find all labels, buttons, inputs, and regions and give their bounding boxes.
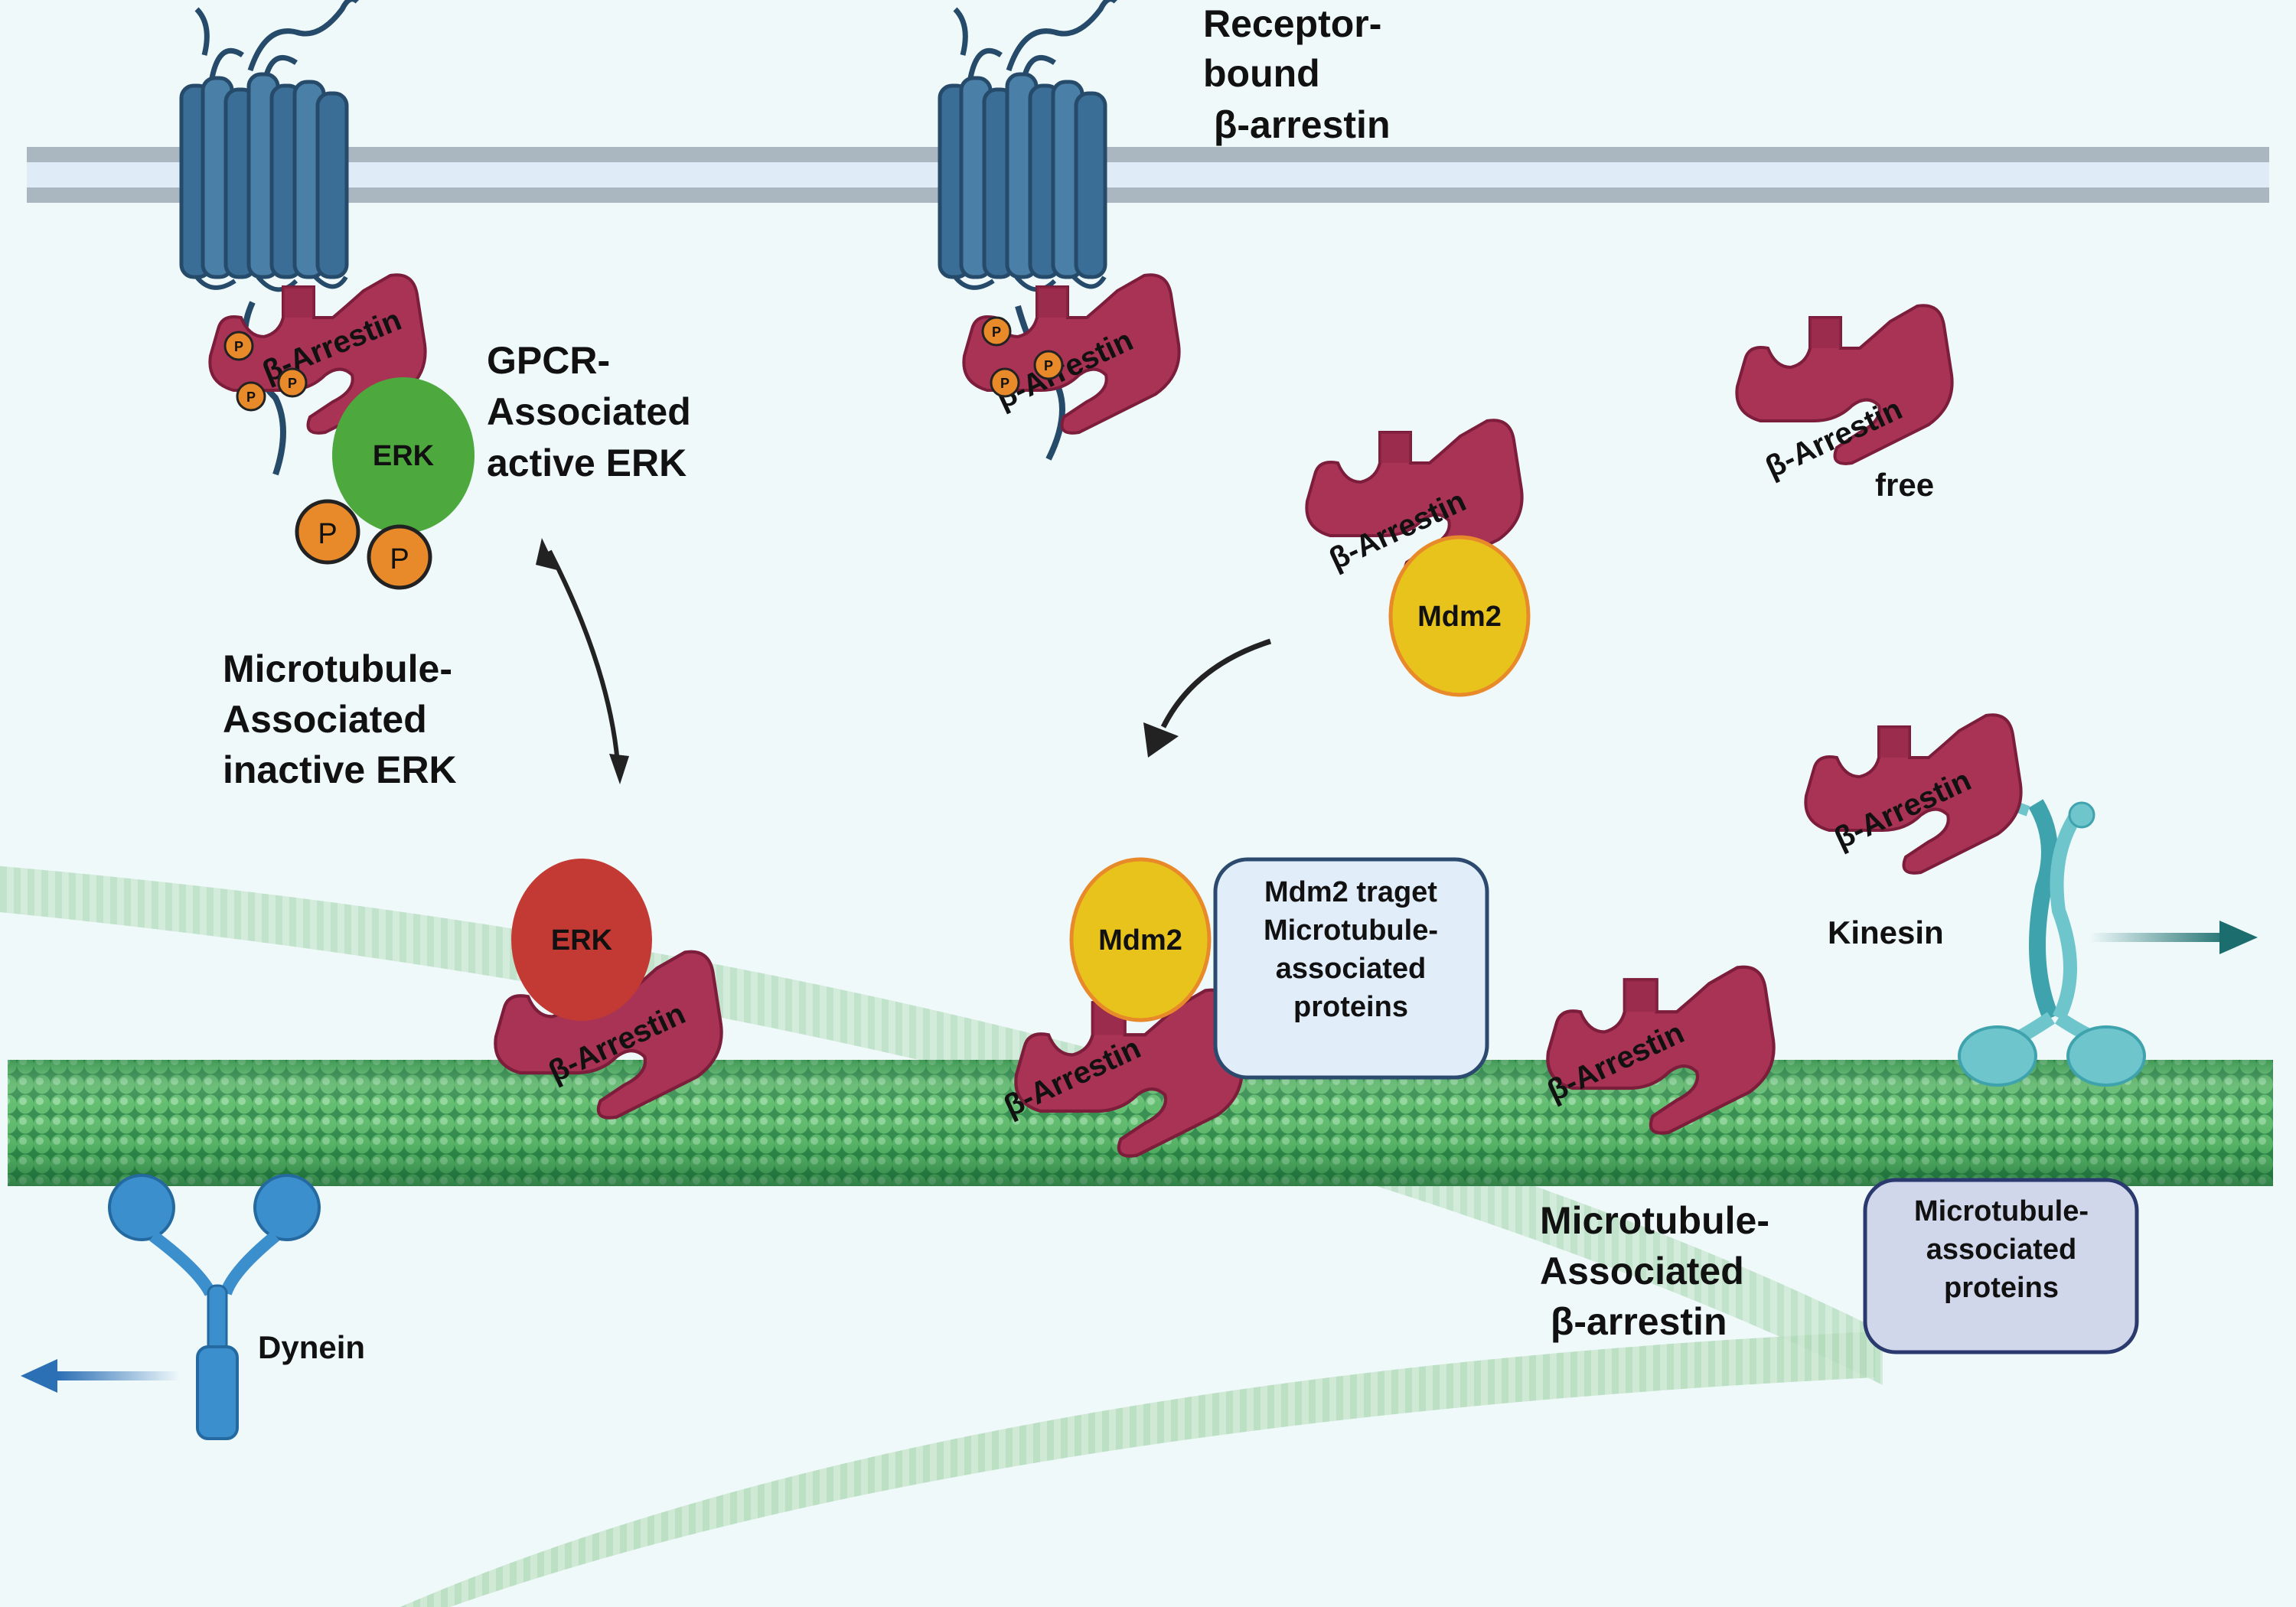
label-free: free [1875, 467, 1934, 503]
text-label: ERK [373, 440, 435, 472]
gpcr-receptor-icon [940, 0, 1116, 289]
text-label: Receptor- [1203, 2, 1381, 45]
text-label: P [390, 543, 409, 575]
text-label: active ERK [487, 442, 687, 484]
text-label: Microtubule- [1264, 914, 1438, 947]
text-label: P [246, 390, 256, 405]
text-label: Mdm2 traget [1264, 876, 1437, 908]
label-receptor-bound: Receptor- bound β-arrestin [1203, 2, 1390, 146]
text-label: GPCR- [487, 339, 610, 382]
mdm2-icon: Mdm2 [1069, 857, 1212, 1022]
text-label: proteins [1293, 991, 1408, 1023]
text-label: P [288, 376, 297, 391]
mdm2-target-box: Mdm2 traget Microtubule- associated prot… [1213, 857, 1489, 1080]
dynein-icon [108, 1174, 321, 1440]
text-label: proteins [1944, 1272, 2059, 1304]
text-label: P [1044, 358, 1053, 373]
erk-icon: ERK [511, 859, 652, 1021]
text-label: Microtubule- [1914, 1195, 2089, 1227]
arrow-icon [21, 1359, 180, 1393]
arrow-icon [1143, 638, 1272, 758]
text-label: associated [1926, 1234, 2076, 1266]
beta-arrestin-icon: β-Arrestin [1735, 304, 1954, 484]
text-label: Microtubule- [1540, 1199, 1769, 1242]
label-dynein: Dynein [258, 1329, 365, 1365]
label-mt-arrestin: Microtubule- Associated β-arrestin [1540, 1199, 1769, 1343]
phosphate-icon: P P P [223, 331, 308, 412]
text-label: bound [1203, 52, 1320, 95]
arrow-icon [536, 538, 629, 784]
text-label: associated [1276, 953, 1426, 985]
label-mt-inactive-erk: Microtubule- Associated inactive ERK [223, 647, 457, 791]
text-label: P [318, 518, 337, 550]
phosphate-icon: P P P [981, 316, 1064, 398]
plasma-membrane [27, 147, 2269, 203]
text-label: Mdm2 [1417, 601, 1502, 633]
background-microtubules [0, 865, 1883, 1607]
text-label: P [1000, 376, 1009, 391]
microtubule [8, 1060, 2273, 1186]
beta-arrestin-icon: β-Arrestin [1804, 713, 2023, 875]
label-kinesin: Kinesin [1828, 914, 1944, 950]
text-label: Associated [223, 698, 427, 741]
text-label: inactive ERK [223, 748, 457, 791]
label-gpcr-active-erk: GPCR- Associated active ERK [487, 339, 691, 484]
mt-proteins-box: Microtubule- associated proteins [1863, 1178, 2139, 1354]
text-label: Mdm2 [1098, 924, 1182, 957]
text-label: Associated [1540, 1250, 1744, 1292]
arrow-icon [2089, 921, 2258, 954]
text-label: P [992, 324, 1001, 340]
text-label: Microtubule- [223, 647, 452, 690]
mdm2-icon: Mdm2 [1388, 535, 1531, 697]
phosphate-icon: P P [295, 499, 432, 590]
beta-arrestin-icon: β-Arrestin [962, 273, 1181, 435]
erk-icon: ERK [332, 377, 475, 533]
text-label: P [234, 339, 243, 354]
text-label: β-arrestin [1540, 1300, 1727, 1343]
text-label: β-arrestin [1203, 103, 1390, 146]
text-label: ERK [551, 924, 613, 957]
gpcr-receptor-icon [181, 0, 357, 289]
text-label: Associated [487, 390, 691, 433]
